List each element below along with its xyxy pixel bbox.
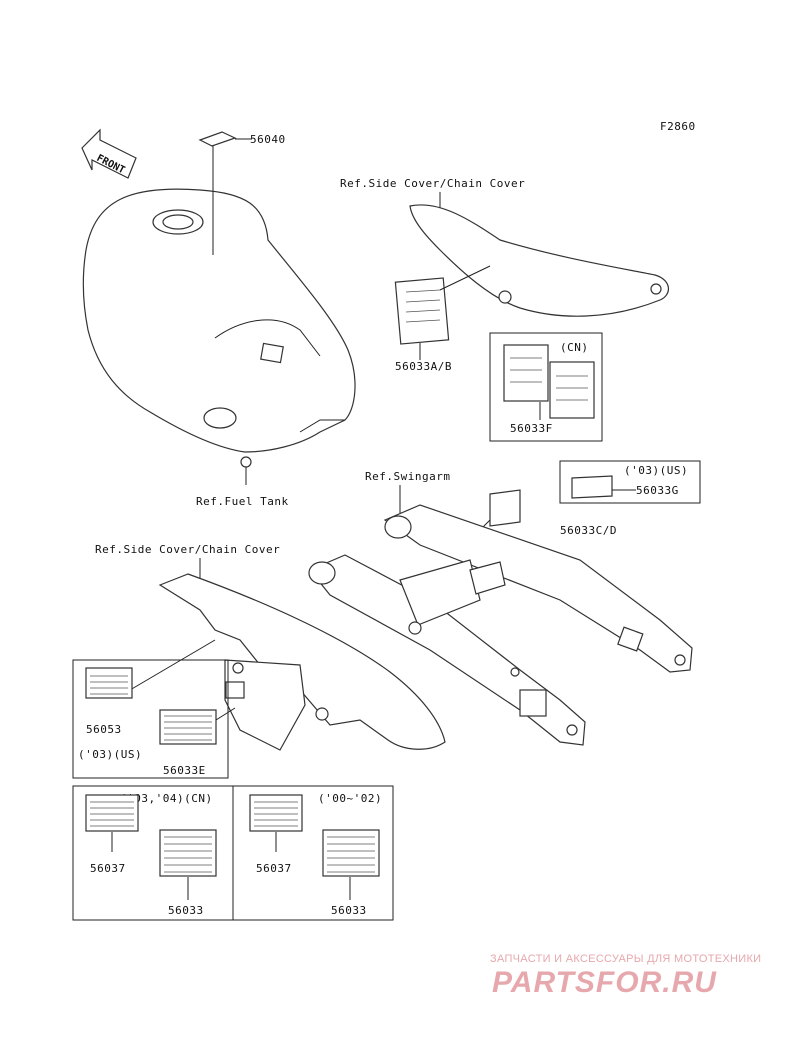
y0002-decal-box: ('00~'02) 56037 56033 xyxy=(232,785,394,921)
note-cn: (CN) xyxy=(560,341,589,354)
part-label-56033cd: 56033C/D xyxy=(560,524,617,537)
part-label-56033-a: 56033 xyxy=(168,904,204,917)
part-label-56033f: 56033F xyxy=(510,422,553,435)
ref-side-cover-top: Ref.Side Cover/Chain Cover xyxy=(340,177,525,190)
us03-decal-box: ('03)(US) 56033G xyxy=(559,460,701,504)
note-us03-left: ('03)(US) xyxy=(78,748,142,761)
note-us03: ('03)(US) xyxy=(624,464,688,477)
figure-code: F2860 xyxy=(660,120,696,133)
part-label-56033-b: 56033 xyxy=(331,904,367,917)
part-label-56037-a: 56037 xyxy=(90,862,126,875)
ref-side-cover-left: Ref.Side Cover/Chain Cover xyxy=(95,543,280,556)
decal-56040: 56040 xyxy=(198,131,286,255)
part-label-56053: 56053 xyxy=(86,723,122,736)
part-label-56033ab: 56033A/B xyxy=(395,360,452,373)
ref-swingarm: Ref.Swingarm xyxy=(365,470,450,483)
us03-left-decal-box: 56053 ('03)(US) 56033E xyxy=(72,639,236,779)
ref-fuel-tank: Ref.Fuel Tank xyxy=(196,495,289,508)
part-label-56033e: 56033E xyxy=(163,764,206,777)
side-cover-drawing xyxy=(409,204,669,317)
cn-decal-box: (CN) 56033F xyxy=(489,332,603,442)
note-cn-0304: ('03,'04)(CN) xyxy=(120,792,213,805)
chain-cover-drawing xyxy=(158,573,446,751)
note-y0002: ('00~'02) xyxy=(318,792,382,805)
part-label-56037-b: 56037 xyxy=(256,862,292,875)
part-label-56033g: 56033G xyxy=(636,484,679,497)
front-arrow-icon: FRONT xyxy=(81,128,137,179)
part-label-56040: 56040 xyxy=(250,133,286,146)
watermark: ЗАПЧАСТИ И АКСЕССУАРЫ ДЛЯ МОТОТЕХНИКИ PA… xyxy=(490,953,761,999)
swingarm-drawing xyxy=(308,504,693,746)
watermark-subtitle: ЗАПЧАСТИ И АКСЕССУАРЫ ДЛЯ МОТОТЕХНИКИ xyxy=(490,953,761,965)
cn-0304-decal-box: ('03,'04)(CN) 56037 56033 xyxy=(72,785,234,921)
fuel-tank-drawing xyxy=(82,188,356,485)
watermark-logo: PARTSFOR.RU xyxy=(492,966,717,999)
decal-56033ab: 56033A/B xyxy=(394,265,491,373)
